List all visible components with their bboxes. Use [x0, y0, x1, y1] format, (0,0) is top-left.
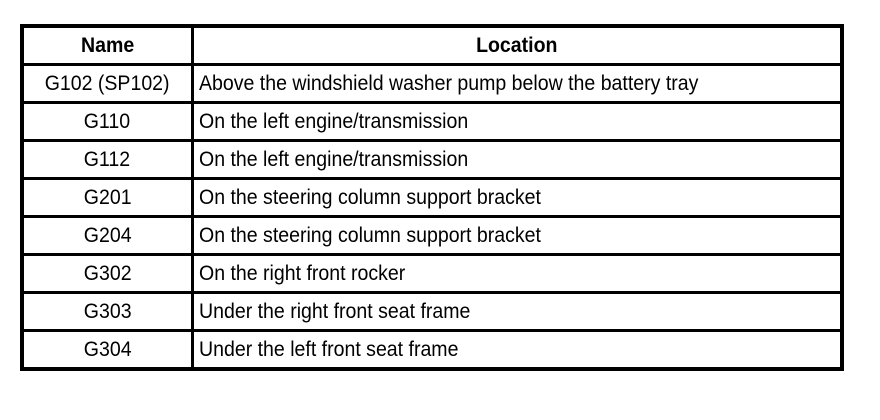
- table-row: G110 On the left engine/transmission: [20, 101, 844, 142]
- cell-location: Under the left front seat frame: [190, 329, 844, 371]
- ground-locations-table: Name Location G102 (SP102) Above the win…: [20, 24, 844, 371]
- column-header-location: Location: [190, 24, 844, 66]
- cell-name-value: G302: [83, 262, 132, 285]
- cell-name-value: G112: [84, 148, 131, 171]
- table-header: Name Location: [20, 24, 844, 66]
- cell-name: G204: [20, 215, 194, 256]
- cell-location-value: On the left engine/transmission: [198, 110, 468, 133]
- table-row: G303 Under the right front seat frame: [20, 291, 844, 332]
- cell-location-value: Under the left front seat frame: [198, 338, 458, 361]
- cell-location: On the steering column support bracket: [190, 215, 844, 256]
- column-header-name-label: Name: [80, 34, 134, 57]
- table-row: G302 On the right front rocker: [20, 253, 844, 294]
- cell-name: G112: [20, 139, 194, 180]
- cell-name-value: G204: [83, 224, 132, 247]
- column-header-name: Name: [20, 24, 194, 66]
- table-row: G204 On the steering column support brac…: [20, 215, 844, 256]
- cell-name-value: G110: [84, 110, 131, 133]
- cell-location: On the left engine/transmission: [190, 101, 844, 142]
- table-row: G102 (SP102) Above the windshield washer…: [20, 63, 844, 104]
- cell-location-value: On the steering column support bracket: [198, 224, 541, 247]
- cell-location-value: On the steering column support bracket: [198, 186, 541, 209]
- cell-location: Under the right front seat frame: [190, 291, 844, 332]
- table-body: G102 (SP102) Above the windshield washer…: [20, 63, 844, 371]
- cell-location: On the right front rocker: [190, 253, 844, 294]
- cell-location: Above the windshield washer pump below t…: [190, 63, 844, 104]
- cell-name: G102 (SP102): [20, 63, 194, 104]
- cell-location: On the steering column support bracket: [190, 177, 844, 218]
- cell-name-value: G304: [83, 338, 132, 361]
- cell-location-value: Under the right front seat frame: [198, 300, 470, 323]
- cell-location-value: On the left engine/transmission: [198, 148, 468, 171]
- cell-name: G304: [20, 329, 194, 371]
- cell-location-value: Above the windshield washer pump below t…: [198, 72, 698, 95]
- table-row: G201 On the steering column support brac…: [20, 177, 844, 218]
- cell-name: G302: [20, 253, 194, 294]
- cell-name-value: G102 (SP102): [44, 72, 170, 95]
- column-header-location-label: Location: [476, 34, 558, 57]
- cell-location: On the left engine/transmission: [190, 139, 844, 180]
- cell-name: G201: [20, 177, 194, 218]
- table-row: G304 Under the left front seat frame: [20, 329, 844, 371]
- table-row: G112 On the left engine/transmission: [20, 139, 844, 180]
- cell-name: G110: [20, 101, 194, 142]
- cell-name-value: G201: [83, 186, 132, 209]
- table-header-row: Name Location: [20, 24, 844, 66]
- cell-name: G303: [20, 291, 194, 332]
- cell-location-value: On the right front rocker: [198, 262, 405, 285]
- cell-name-value: G303: [83, 300, 132, 323]
